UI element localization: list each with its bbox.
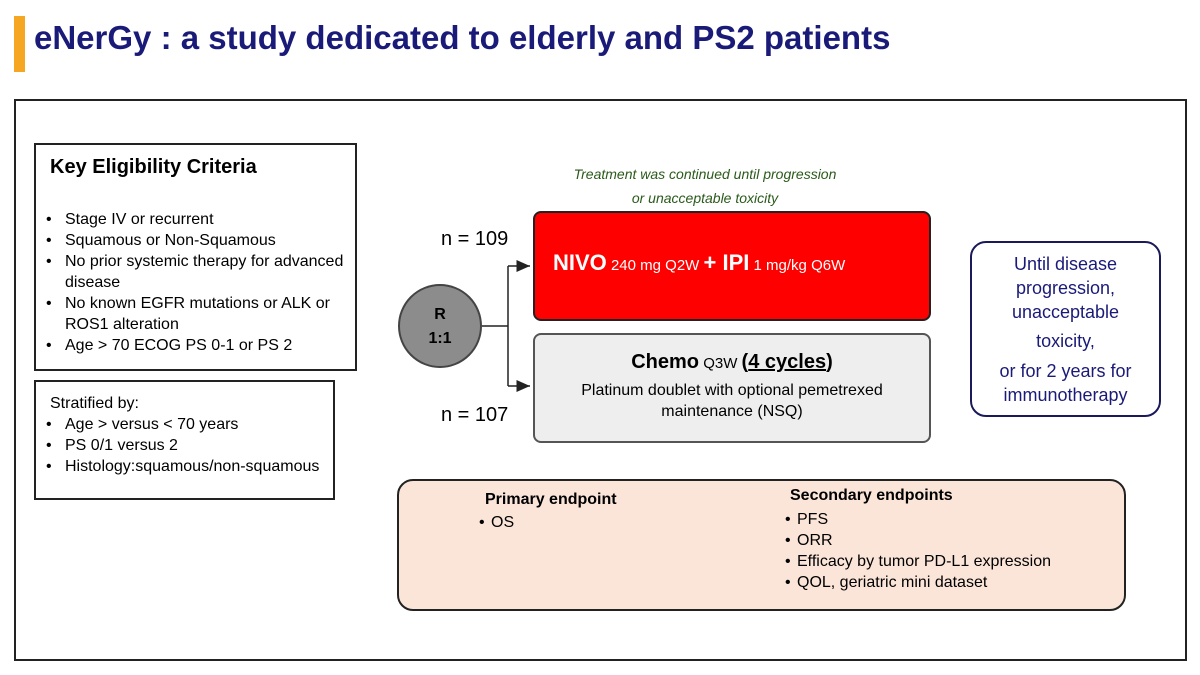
ipi-dose: 1 mg/kg Q6W [749, 257, 846, 274]
randomization-label: R [434, 306, 446, 323]
title-accent-bar [14, 16, 25, 72]
endpoints-box: Primary endpoint OS Secondary endpoints … [397, 479, 1126, 611]
randomization-ratio: 1:1 [428, 330, 452, 347]
chemo-cycles: 4 cycles [748, 351, 827, 373]
list-item: PS 0/1 versus 2 [36, 435, 332, 456]
chemo-paren-close: ) [826, 351, 833, 373]
nivo-drug: NIVO [553, 250, 607, 275]
list-item: No prior systemic therapy for advanced d… [36, 251, 354, 293]
chemo-arm-sample-size: n = 107 [441, 404, 509, 426]
treatment-note-line: or unacceptable toxicity [631, 190, 779, 206]
list-item: ORR [783, 530, 1051, 551]
nivo-arm-sample-size: n = 109 [441, 228, 509, 250]
list-item: Squamous or Non-Squamous [36, 230, 354, 251]
plus-sign: + [703, 250, 723, 275]
nivo-ipi-regimen: NIVO 240 mg Q2W + IPI 1 mg/kg Q6W [553, 250, 845, 276]
list-item: QOL, geriatric mini dataset [783, 572, 1051, 593]
list-item: No known EGFR mutations or ALK or ROS1 a… [36, 293, 354, 335]
list-item: Age > versus < 70 years [36, 414, 332, 435]
stratification-title: Stratified by: [50, 395, 139, 412]
chemo-paren-open: ( [741, 351, 749, 373]
content-frame [14, 99, 1187, 661]
list-item: Age > 70 ECOG PS 0-1 or PS 2 [36, 335, 354, 356]
duration-line: or for 2 years for [999, 361, 1132, 381]
list-item: PFS [783, 509, 1051, 530]
ipi-drug: IPI [722, 250, 750, 275]
primary-endpoint-list: OS [477, 512, 514, 533]
secondary-endpoints-title: Secondary endpoints [790, 487, 953, 504]
list-item: Efficacy by tumor PD-L1 expression [783, 551, 1051, 572]
chemo-schedule: Q3W [699, 355, 742, 372]
treatment-continuation-note: Treatment was continued until progressio… [520, 162, 890, 210]
randomization-circle: R 1:1 [398, 284, 482, 368]
eligibility-criteria-box: Key Eligibility Criteria Stage IV or rec… [34, 143, 357, 371]
chemo-regimen: Chemo Q3W (4 cycles) [535, 351, 929, 374]
duration-line: Until disease [1013, 254, 1118, 274]
primary-endpoint-title: Primary endpoint [485, 491, 617, 508]
duration-line: progression, [1015, 278, 1116, 298]
chemo-drug: Chemo [631, 351, 700, 373]
stratification-list: Age > versus < 70 years PS 0/1 versus 2 … [36, 414, 332, 477]
treatment-note-line: Treatment was continued until progressio… [573, 166, 837, 182]
duration-line: toxicity, [1036, 331, 1095, 351]
duration-line: immunotherapy [1003, 385, 1128, 405]
eligibility-list: Stage IV or recurrent Squamous or Non-Sq… [36, 209, 354, 356]
list-item: Stage IV or recurrent [36, 209, 354, 230]
chemo-arm-box: Chemo Q3W (4 cycles) Platinum doublet wi… [533, 333, 931, 443]
nivo-dose: 240 mg Q2W [606, 257, 704, 274]
list-item: OS [477, 512, 514, 533]
nivo-ipi-arm-box: NIVO 240 mg Q2W + IPI 1 mg/kg Q6W [533, 211, 931, 321]
secondary-endpoints-list: PFS ORR Efficacy by tumor PD-L1 expressi… [783, 509, 1051, 593]
chemo-description: Platinum doublet with optional pemetrexe… [581, 382, 883, 420]
stratification-box: Stratified by: Age > versus < 70 years P… [34, 380, 335, 500]
treatment-duration-box: Until disease progression, unacceptable … [970, 241, 1161, 417]
slide-title: eNerGy : a study dedicated to elderly an… [34, 19, 891, 56]
eligibility-title: Key Eligibility Criteria [50, 156, 257, 178]
list-item: Histology:squamous/non-squamous [36, 456, 332, 477]
duration-line: unacceptable [1011, 302, 1120, 322]
